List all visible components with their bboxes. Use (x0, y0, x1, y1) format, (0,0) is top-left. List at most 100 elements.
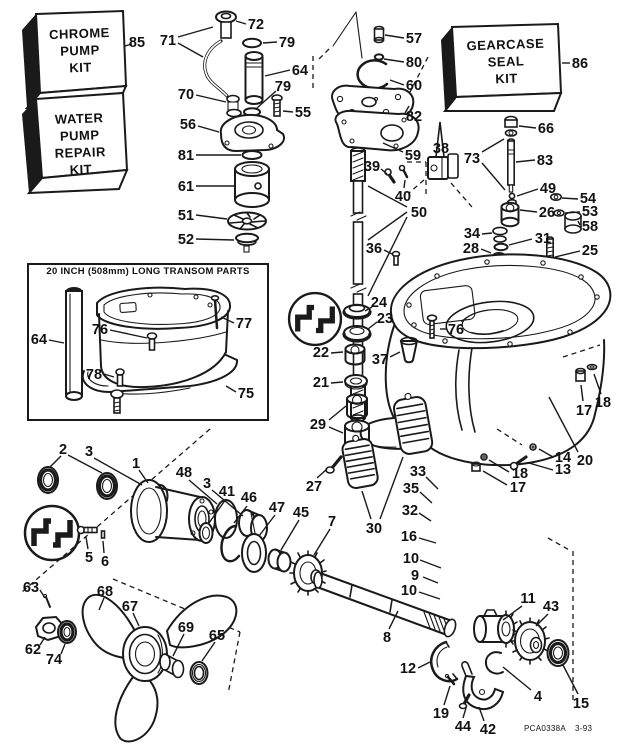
part-label-26: 26 (539, 205, 555, 221)
leader-line (264, 69, 291, 77)
part-label-11: 11 (520, 591, 535, 607)
part-label-60: 60 (406, 78, 422, 94)
leader-line (330, 381, 344, 384)
part-label-37: 37 (372, 352, 388, 368)
leader-line (389, 79, 405, 86)
leader-line (562, 664, 579, 695)
part-label-58: 58 (582, 219, 598, 235)
part-label-82: 82 (406, 109, 422, 125)
part-label-46: 46 (241, 490, 257, 506)
kit-box-line: KIT (495, 70, 519, 87)
leader-line (132, 612, 140, 627)
leader-line (93, 457, 143, 486)
part-label-31: 31 (535, 231, 551, 247)
leader-line (384, 34, 405, 39)
leader-line (418, 537, 437, 544)
leader-line (49, 455, 62, 468)
leader-line (380, 168, 388, 175)
leader-line (502, 666, 532, 691)
leader-line (481, 232, 493, 235)
leader-line (528, 462, 554, 471)
leader-line (419, 491, 433, 504)
leader-line (425, 476, 439, 490)
part-label-5: 5 (85, 550, 93, 566)
transom-parts-inset (27, 263, 269, 421)
part-label-29: 29 (310, 417, 326, 433)
kit-box-gearcase-seal-text: GEARCASE SEAL KIT (455, 34, 557, 88)
part-label-73: 73 (464, 151, 480, 167)
part-label-38: 38 (433, 141, 449, 157)
leader-line (422, 576, 439, 584)
part-label-64: 64 (292, 63, 308, 79)
leader-line (177, 26, 214, 38)
leader-line (502, 605, 523, 621)
part-label-43: 43 (543, 599, 559, 615)
part-label-70: 70 (178, 87, 194, 103)
part-label-53: 53 (582, 204, 598, 220)
part-label-64: 64 (31, 332, 47, 348)
part-label-52: 52 (178, 232, 194, 248)
leader-line (367, 211, 408, 241)
part-label-57: 57 (406, 31, 422, 47)
part-label-80: 80 (406, 55, 422, 71)
part-label-65: 65 (209, 628, 225, 644)
part-label-20: 20 (577, 453, 593, 469)
leader-line (328, 426, 344, 434)
leader-line (488, 459, 510, 473)
kit-box-line: KIT (69, 161, 93, 178)
part-label-78: 78 (86, 367, 102, 383)
leader-line (419, 559, 442, 569)
part-label-69: 69 (178, 620, 194, 636)
part-label-23: 23 (377, 311, 393, 327)
part-label-74: 74 (46, 652, 62, 668)
part-label-33: 33 (410, 464, 426, 480)
leader-line (109, 329, 148, 339)
leader-line (417, 661, 431, 669)
leader-line (554, 250, 581, 258)
leader-line (538, 448, 554, 458)
part-label-10: 10 (401, 583, 417, 599)
leader-line (220, 316, 235, 324)
part-label-83: 83 (537, 153, 553, 169)
part-label-16: 16 (401, 529, 417, 545)
leader-line (389, 351, 401, 358)
part-label-9: 9 (411, 568, 419, 584)
part-label-76: 76 (92, 322, 108, 338)
part-label-12: 12 (400, 661, 416, 677)
part-label-17: 17 (510, 480, 526, 496)
leader-line (328, 405, 347, 421)
part-label-50: 50 (411, 205, 427, 221)
part-label-59: 59 (405, 148, 421, 164)
part-label-71: 71 (160, 33, 176, 49)
inset-box-title: 20 INCH (508mm) LONG TRANSOM PARTS (46, 266, 250, 277)
bearing-housing-assembly (37, 466, 327, 596)
part-label-81: 81 (178, 148, 194, 164)
part-label-40: 40 (395, 189, 411, 205)
gearcase-housing (359, 253, 612, 472)
part-label-51: 51 (178, 208, 194, 224)
part-label-8: 8 (383, 630, 391, 646)
leader-line (443, 685, 451, 706)
part-label-34: 34 (464, 226, 480, 242)
leader-line (418, 512, 432, 522)
part-label-42: 42 (480, 722, 496, 738)
part-label-85: 85 (129, 35, 145, 51)
part-label-17: 17 (576, 403, 592, 419)
leader-line (580, 384, 584, 402)
leader-line (367, 185, 408, 208)
part-label-47: 47 (269, 500, 285, 516)
leader-line (280, 519, 300, 551)
leader-line (258, 514, 276, 537)
leader-line (561, 197, 579, 200)
leader-line (313, 528, 331, 556)
leader-line (208, 498, 227, 524)
part-label-49: 49 (540, 181, 556, 197)
driveshaft-screws (384, 164, 409, 266)
leader-line (593, 373, 602, 395)
part-label-4: 4 (534, 689, 542, 705)
leader-line (197, 125, 220, 133)
part-label-56: 56 (180, 117, 196, 133)
gasket-plate-stack (331, 25, 420, 152)
